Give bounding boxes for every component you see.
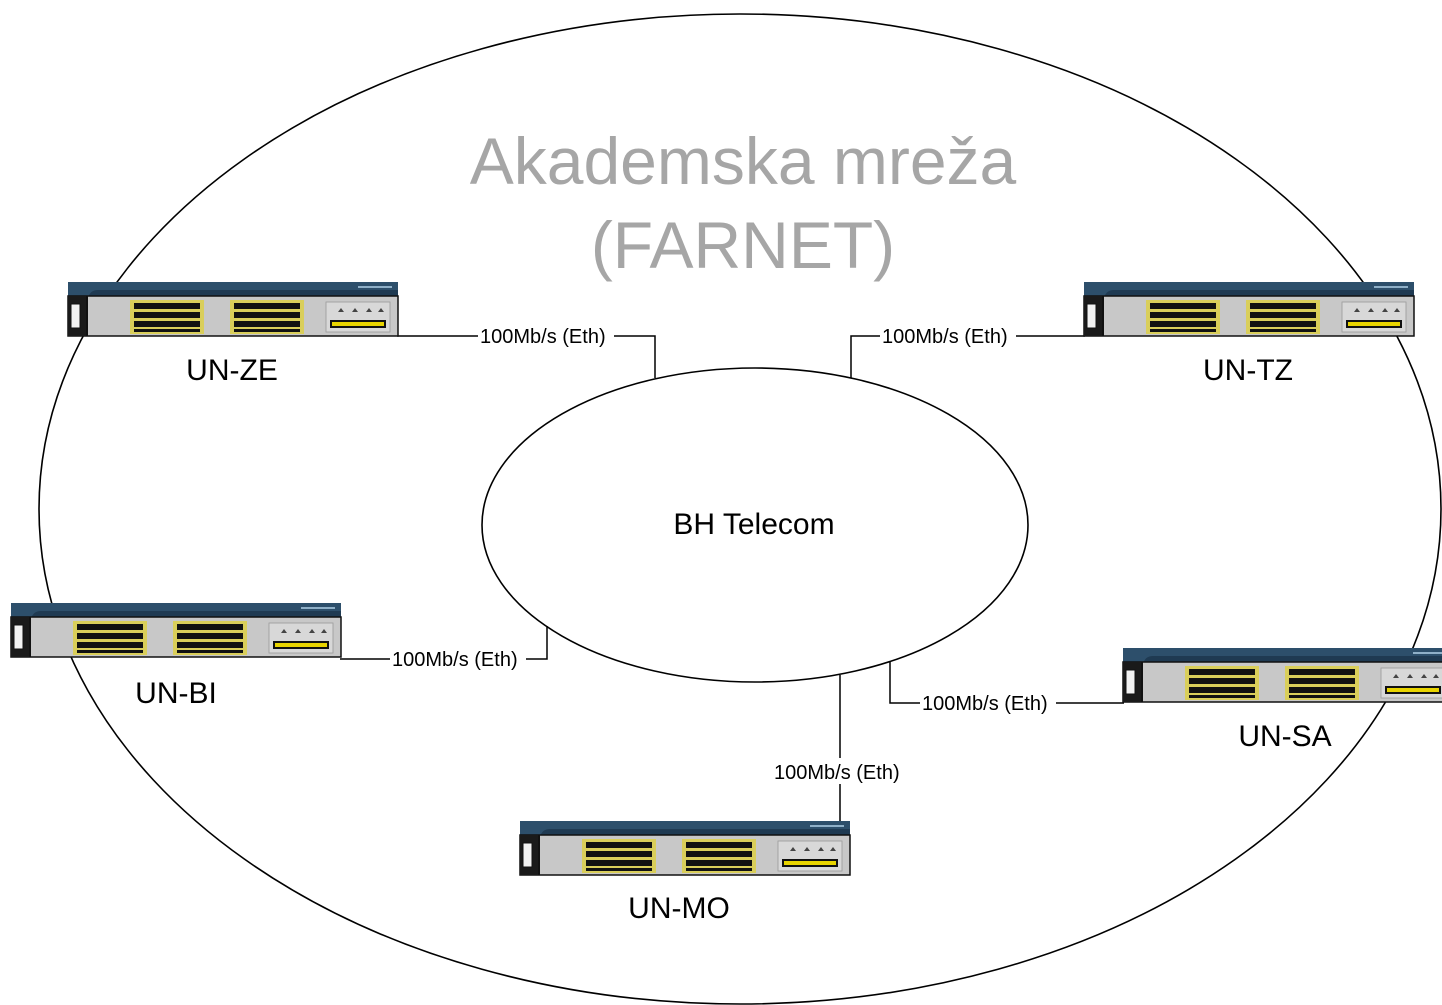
node-label-tz: UN-TZ	[1203, 354, 1293, 387]
link-ze	[397, 335, 656, 378]
academic-network-boundary	[38, 13, 1442, 1005]
link-label-bi: 100Mb/s (Eth)	[392, 649, 518, 671]
bh-telecom-core	[481, 367, 1029, 683]
link-label-mo: 100Mb/s (Eth)	[774, 762, 900, 784]
network-switch-icon	[1122, 647, 1442, 703]
link-label-sa: 100Mb/s (Eth)	[922, 693, 1048, 715]
link-tz	[850, 335, 1085, 378]
diagram-subtitle: (FARNET)	[591, 208, 895, 282]
node-label-bi: UN-BI	[135, 677, 217, 710]
network-switch-icon	[519, 820, 851, 876]
link-label-ze: 100Mb/s (Eth)	[480, 326, 606, 348]
link-sa	[889, 661, 1124, 704]
diagram-title: Akademska mreža	[470, 124, 1017, 198]
core-label: BH Telecom	[673, 508, 834, 541]
network-switch-icon	[10, 602, 342, 658]
network-switch-icon	[1083, 281, 1415, 337]
node-label-sa: UN-SA	[1238, 720, 1331, 753]
node-label-mo: UN-MO	[628, 892, 730, 925]
network-switch-icon	[67, 281, 399, 337]
link-label-tz: 100Mb/s (Eth)	[882, 326, 1008, 348]
link-bi	[340, 626, 548, 660]
node-label-ze: UN-ZE	[186, 354, 278, 387]
